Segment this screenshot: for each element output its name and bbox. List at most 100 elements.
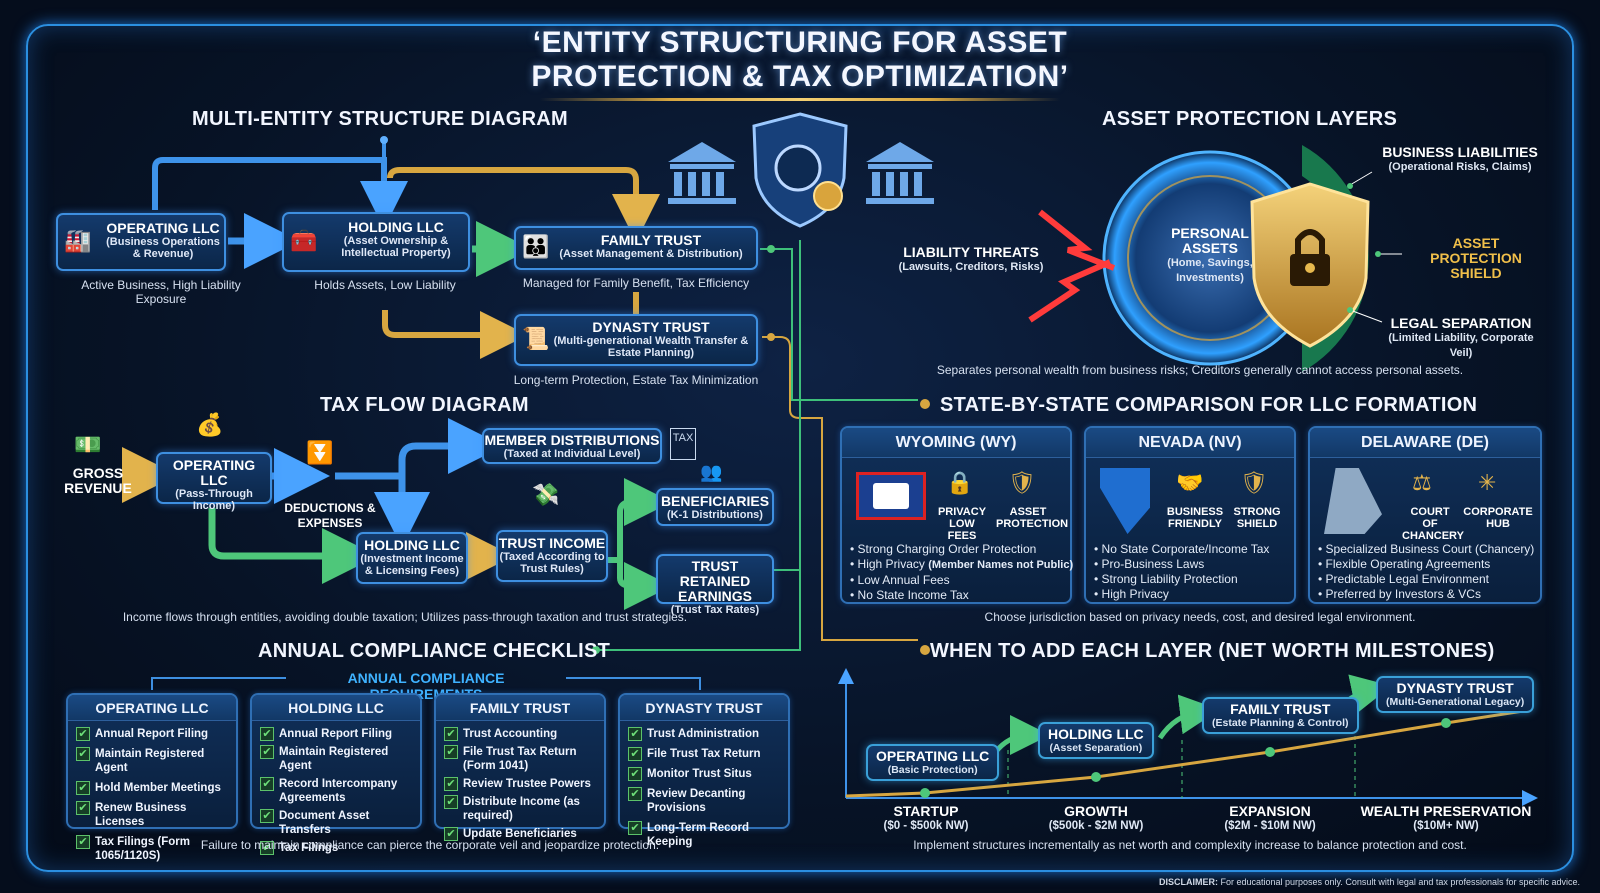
milestone-title: HOLDING LLC — [1048, 726, 1144, 742]
trust-retained-box: TRUST RETAINED EARNINGS (Trust Tax Rates… — [656, 554, 774, 616]
compliance-item: Hold Member Meetings — [95, 782, 221, 794]
milestone-title: OPERATING LLC — [876, 748, 990, 764]
factory-icon: 🏭 — [64, 228, 92, 253]
milestones-caption: Implement structures incrementally as ne… — [913, 838, 1467, 852]
checkbox-icon: ✔ — [444, 745, 458, 759]
tax-caption: Income flows through entities, avoiding … — [122, 610, 688, 624]
holding-llc-box: 🧰 HOLDING LLC (Asset Ownership & Intelle… — [282, 212, 470, 272]
asset-protection-shield-label: ASSET PROTECTION SHIELD — [1430, 235, 1522, 281]
stage-title: WEALTH PRESERVATION — [1360, 803, 1532, 819]
family-trust-sub: (Asset Management & Distribution) — [559, 248, 743, 260]
compliance-title-operating: OPERATING LLC — [68, 695, 236, 721]
tax-holding-llc-box: HOLDING LLC (Investment Income & Licensi… — [356, 532, 468, 584]
operating-llc-title: OPERATING LLC — [106, 220, 220, 236]
compliance-card-family: FAMILY TRUST ✔Trust Accounting ✔File Tru… — [434, 693, 606, 841]
checkbox-icon: ✔ — [628, 767, 642, 781]
stage-sub: ($10M+ NW) — [1413, 820, 1479, 832]
compliance-item: Distribute Income (as required) — [463, 796, 580, 822]
compliance-card-operating: OPERATING LLC ✔ Annual Report Filing ✔ Mai… — [66, 693, 238, 862]
nv-icon-label-shield: STRONG SHIELD — [1233, 506, 1281, 530]
de-bullets: • Specialized Business Court (Chancery) … — [1318, 542, 1535, 601]
milestone-title: DYNASTY TRUST — [1396, 680, 1514, 696]
personal-assets-label: PERSONAL ASSETS (Home, Savings, Investme… — [1160, 226, 1260, 286]
milestones-heading: WHEN TO ADD EACH LAYER (NET WORTH MILEST… — [930, 640, 1495, 662]
shield-check-icon: 🛡 — [1240, 470, 1268, 495]
operating-llc-box: 🏭 OPERATING LLC (Business Operations & R… — [56, 213, 226, 271]
checkbox-icon: ✔ — [260, 841, 274, 855]
disclaimer: DISCLAIMER: For educational purposes onl… — [1140, 877, 1580, 887]
dynasty-trust-sub: (Multi-generational Wealth Transfer & Es… — [553, 335, 749, 359]
deductions-label: DEDUCTIONS & EXPENSES — [284, 501, 376, 530]
operating-llc-sub: (Business Operations & Revenue) — [106, 236, 220, 260]
operating-llc-caption: Active Business, High Liability Exposure — [81, 278, 241, 306]
tax-holding-sub: (Investment Income & Licensing Fees) — [360, 553, 464, 577]
business-liabilities-title: BUSINESS LIABILITIES — [1382, 144, 1538, 160]
nv-bullets: • No State Corporate/Income Tax • Pro-Bu… — [1094, 542, 1270, 601]
legal-separation-label: LEGAL SEPARATION (Limited Liability, Cor… — [1376, 316, 1546, 361]
structure-heading: MULTI-ENTITY STRUCTURE DIAGRAM — [192, 108, 569, 130]
checkbox-icon: ✔ — [260, 777, 274, 791]
tax-document-icon: TAX — [670, 428, 696, 460]
protection-caption: Separates personal wealth from business … — [936, 363, 1464, 377]
compliance-item: Document Asset Transfers — [279, 810, 370, 836]
holding-llc-sub: (Asset Ownership & Intellectual Property… — [341, 235, 451, 259]
compliance-item: Tax Filings — [279, 842, 339, 854]
checkbox-icon: ✔ — [444, 777, 458, 791]
bank-icon-right — [866, 142, 934, 204]
milestone-sub: (Basic Protection) — [887, 764, 978, 776]
family-trust-caption: Managed for Family Benefit, Tax Efficien… — [522, 276, 750, 290]
beneficiaries-box: BENEFICIARIES (K-1 Distributions) — [656, 488, 774, 526]
compliance-item: Update Beneficiaries — [463, 828, 577, 840]
checkbox-icon: ✔ — [444, 795, 458, 809]
member-distributions-title: MEMBER DISTRIBUTIONS — [484, 432, 660, 448]
state-card-wyoming: WYOMING (WY) 🔒 PRIVACY LOW FEES 🛡 ASSET … — [840, 426, 1073, 604]
legal-separation-title: LEGAL SEPARATION — [1390, 315, 1532, 331]
nv-icon-label-business: BUSINESS FRIENDLY — [1166, 506, 1224, 530]
wy-bullet: No State Income Tax — [857, 588, 969, 602]
compliance-item: Review Trustee Powers — [463, 778, 591, 790]
money-bag-icon: 💰 — [196, 412, 224, 437]
state-name-delaware: DELAWARE (DE) — [1310, 428, 1540, 458]
compliance-item: Maintain Registered Agent — [279, 746, 389, 772]
tax-holding-title: HOLDING LLC — [364, 537, 460, 553]
beneficiaries-sub: (K-1 Distributions) — [667, 509, 763, 521]
tax-operating-title: OPERATING LLC — [172, 457, 256, 488]
milestone-title: FAMILY TRUST — [1230, 701, 1331, 717]
de-icon-label-court: COURT OF CHANCERY — [1402, 506, 1464, 542]
hub-network-icon: ✳ — [1478, 470, 1497, 495]
checkbox-icon: ✔ — [76, 747, 90, 761]
trust-income-title: TRUST INCOME — [498, 535, 606, 551]
funnel-icon: ⏬ — [306, 440, 334, 465]
scales-icon: ⚖ — [1412, 470, 1432, 495]
compliance-item: File Trust Tax Return (Form 1041) — [463, 746, 577, 772]
de-bullet: Predictable Legal Environment — [1325, 572, 1489, 586]
milestone-sub: (Asset Separation) — [1049, 742, 1143, 754]
compliance-item: Trust Accounting — [463, 728, 558, 740]
wy-icon-label-privacy: PRIVACY LOW FEES — [937, 506, 987, 542]
compliance-item: File Trust Tax Return — [647, 748, 761, 760]
compliance-item: Maintain Registered Agent — [95, 748, 205, 774]
compliance-item: Review Decanting Provisions — [647, 788, 746, 814]
dynasty-trust-title: DYNASTY TRUST — [592, 319, 710, 335]
checkbox-icon: ✔ — [76, 801, 90, 815]
state-caption: Choose jurisdiction based on privacy nee… — [984, 610, 1416, 624]
bank-icon-left — [668, 142, 736, 204]
compliance-title-dynasty: DYNASTY TRUST — [620, 695, 788, 721]
business-liabilities-sub: (Operational Risks, Claims) — [1388, 161, 1532, 173]
scroll-icon: 📜 — [522, 326, 550, 351]
stage-title: STARTUP — [893, 803, 959, 819]
stage-title: EXPANSION — [1229, 803, 1311, 819]
checkbox-icon: ✔ — [444, 727, 458, 741]
personal-assets-sub: (Home, Savings, Investments) — [1167, 257, 1253, 284]
de-bullet: Flexible Operating Agreements — [1325, 557, 1491, 571]
checkbox-icon: ✔ — [76, 835, 90, 849]
family-icon: 👪 — [522, 234, 550, 259]
compliance-item: Annual Report Filing — [95, 728, 209, 740]
milestone-dynasty-trust: DYNASTY TRUST (Multi-Generational Legacy… — [1376, 676, 1535, 713]
checkbox-icon: ✔ — [628, 747, 642, 761]
milestone-sub: (Estate Planning & Control) — [1212, 717, 1349, 729]
nv-bullet: High Privacy — [1101, 587, 1169, 601]
dynasty-trust-box: 📜 DYNASTY TRUST (Multi-generational Weal… — [514, 314, 758, 366]
checkbox-icon: ✔ — [444, 827, 458, 841]
compliance-caption: Failure to maintain compliance can pierc… — [200, 838, 660, 852]
